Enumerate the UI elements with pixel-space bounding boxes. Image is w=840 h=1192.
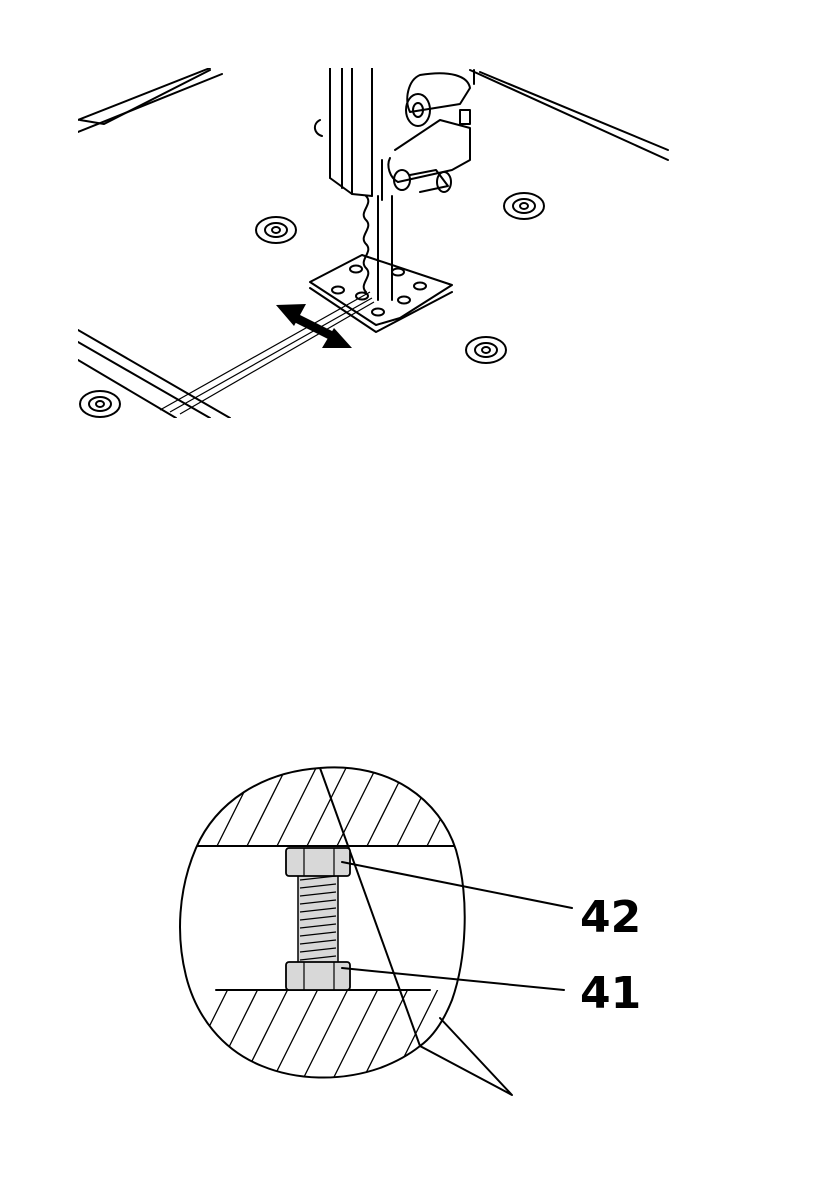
double-headed-arrow-icon bbox=[276, 304, 352, 348]
blade-guide-post bbox=[315, 68, 382, 200]
nut-42 bbox=[286, 848, 350, 876]
callout-label-42: 42 bbox=[580, 892, 641, 943]
screw bbox=[466, 337, 506, 363]
saw-blade bbox=[364, 196, 392, 300]
screw bbox=[504, 193, 544, 219]
callout-label-41: 41 bbox=[580, 968, 641, 1019]
top-illustration bbox=[0, 0, 840, 440]
adjustment-bolt bbox=[298, 874, 338, 970]
screw bbox=[256, 217, 296, 243]
detail-illustration: 42 41 bbox=[0, 740, 840, 1160]
bearing-holder bbox=[388, 70, 474, 192]
screw bbox=[80, 391, 120, 417]
nut-41 bbox=[286, 962, 350, 990]
